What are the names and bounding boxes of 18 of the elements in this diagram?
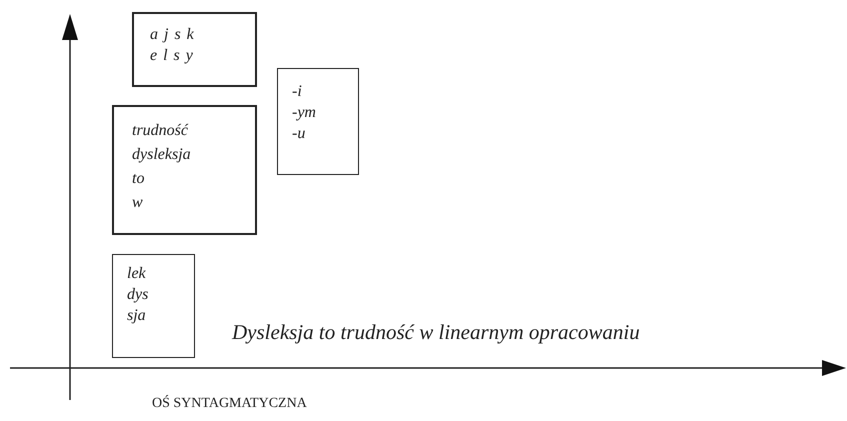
box-text: lek xyxy=(127,264,146,284)
box-text: e l s y xyxy=(150,46,193,66)
box-text: sja xyxy=(127,306,146,326)
text-box xyxy=(277,68,359,175)
box-text: -i xyxy=(292,82,302,102)
box-text: trudność xyxy=(132,121,188,141)
box-text: dysleksja xyxy=(132,145,191,165)
box-text: a j s k xyxy=(150,25,194,45)
text-box xyxy=(132,12,257,87)
box-text: w xyxy=(132,193,143,213)
text-box xyxy=(112,105,257,235)
text-box xyxy=(112,254,195,358)
box-text: -ym xyxy=(292,103,316,123)
sentence-text: Dysleksja to trudność w linearnym opracowaniu xyxy=(232,320,640,345)
box-text: dys xyxy=(127,285,148,305)
box-text: to xyxy=(132,169,144,189)
axis-label: OŚ SYNTAGMATYCZNA xyxy=(152,396,307,412)
box-text: -u xyxy=(292,124,306,144)
